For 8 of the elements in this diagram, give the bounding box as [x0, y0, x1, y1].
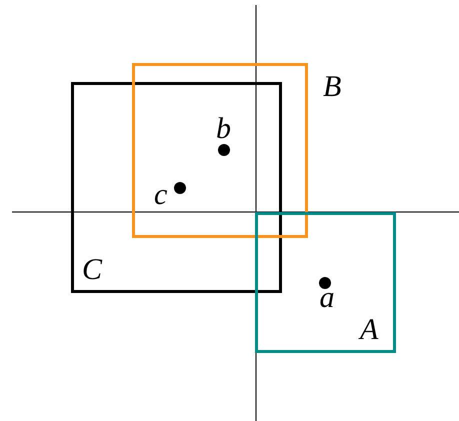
- square-label: C: [82, 255, 102, 285]
- square-outline: [71, 82, 282, 293]
- square-label: B: [323, 72, 342, 102]
- square-label: A: [360, 315, 378, 345]
- point-label: c: [154, 180, 168, 210]
- square-outline: [255, 212, 396, 353]
- point-label: b: [216, 114, 231, 144]
- point-label: a: [320, 282, 334, 312]
